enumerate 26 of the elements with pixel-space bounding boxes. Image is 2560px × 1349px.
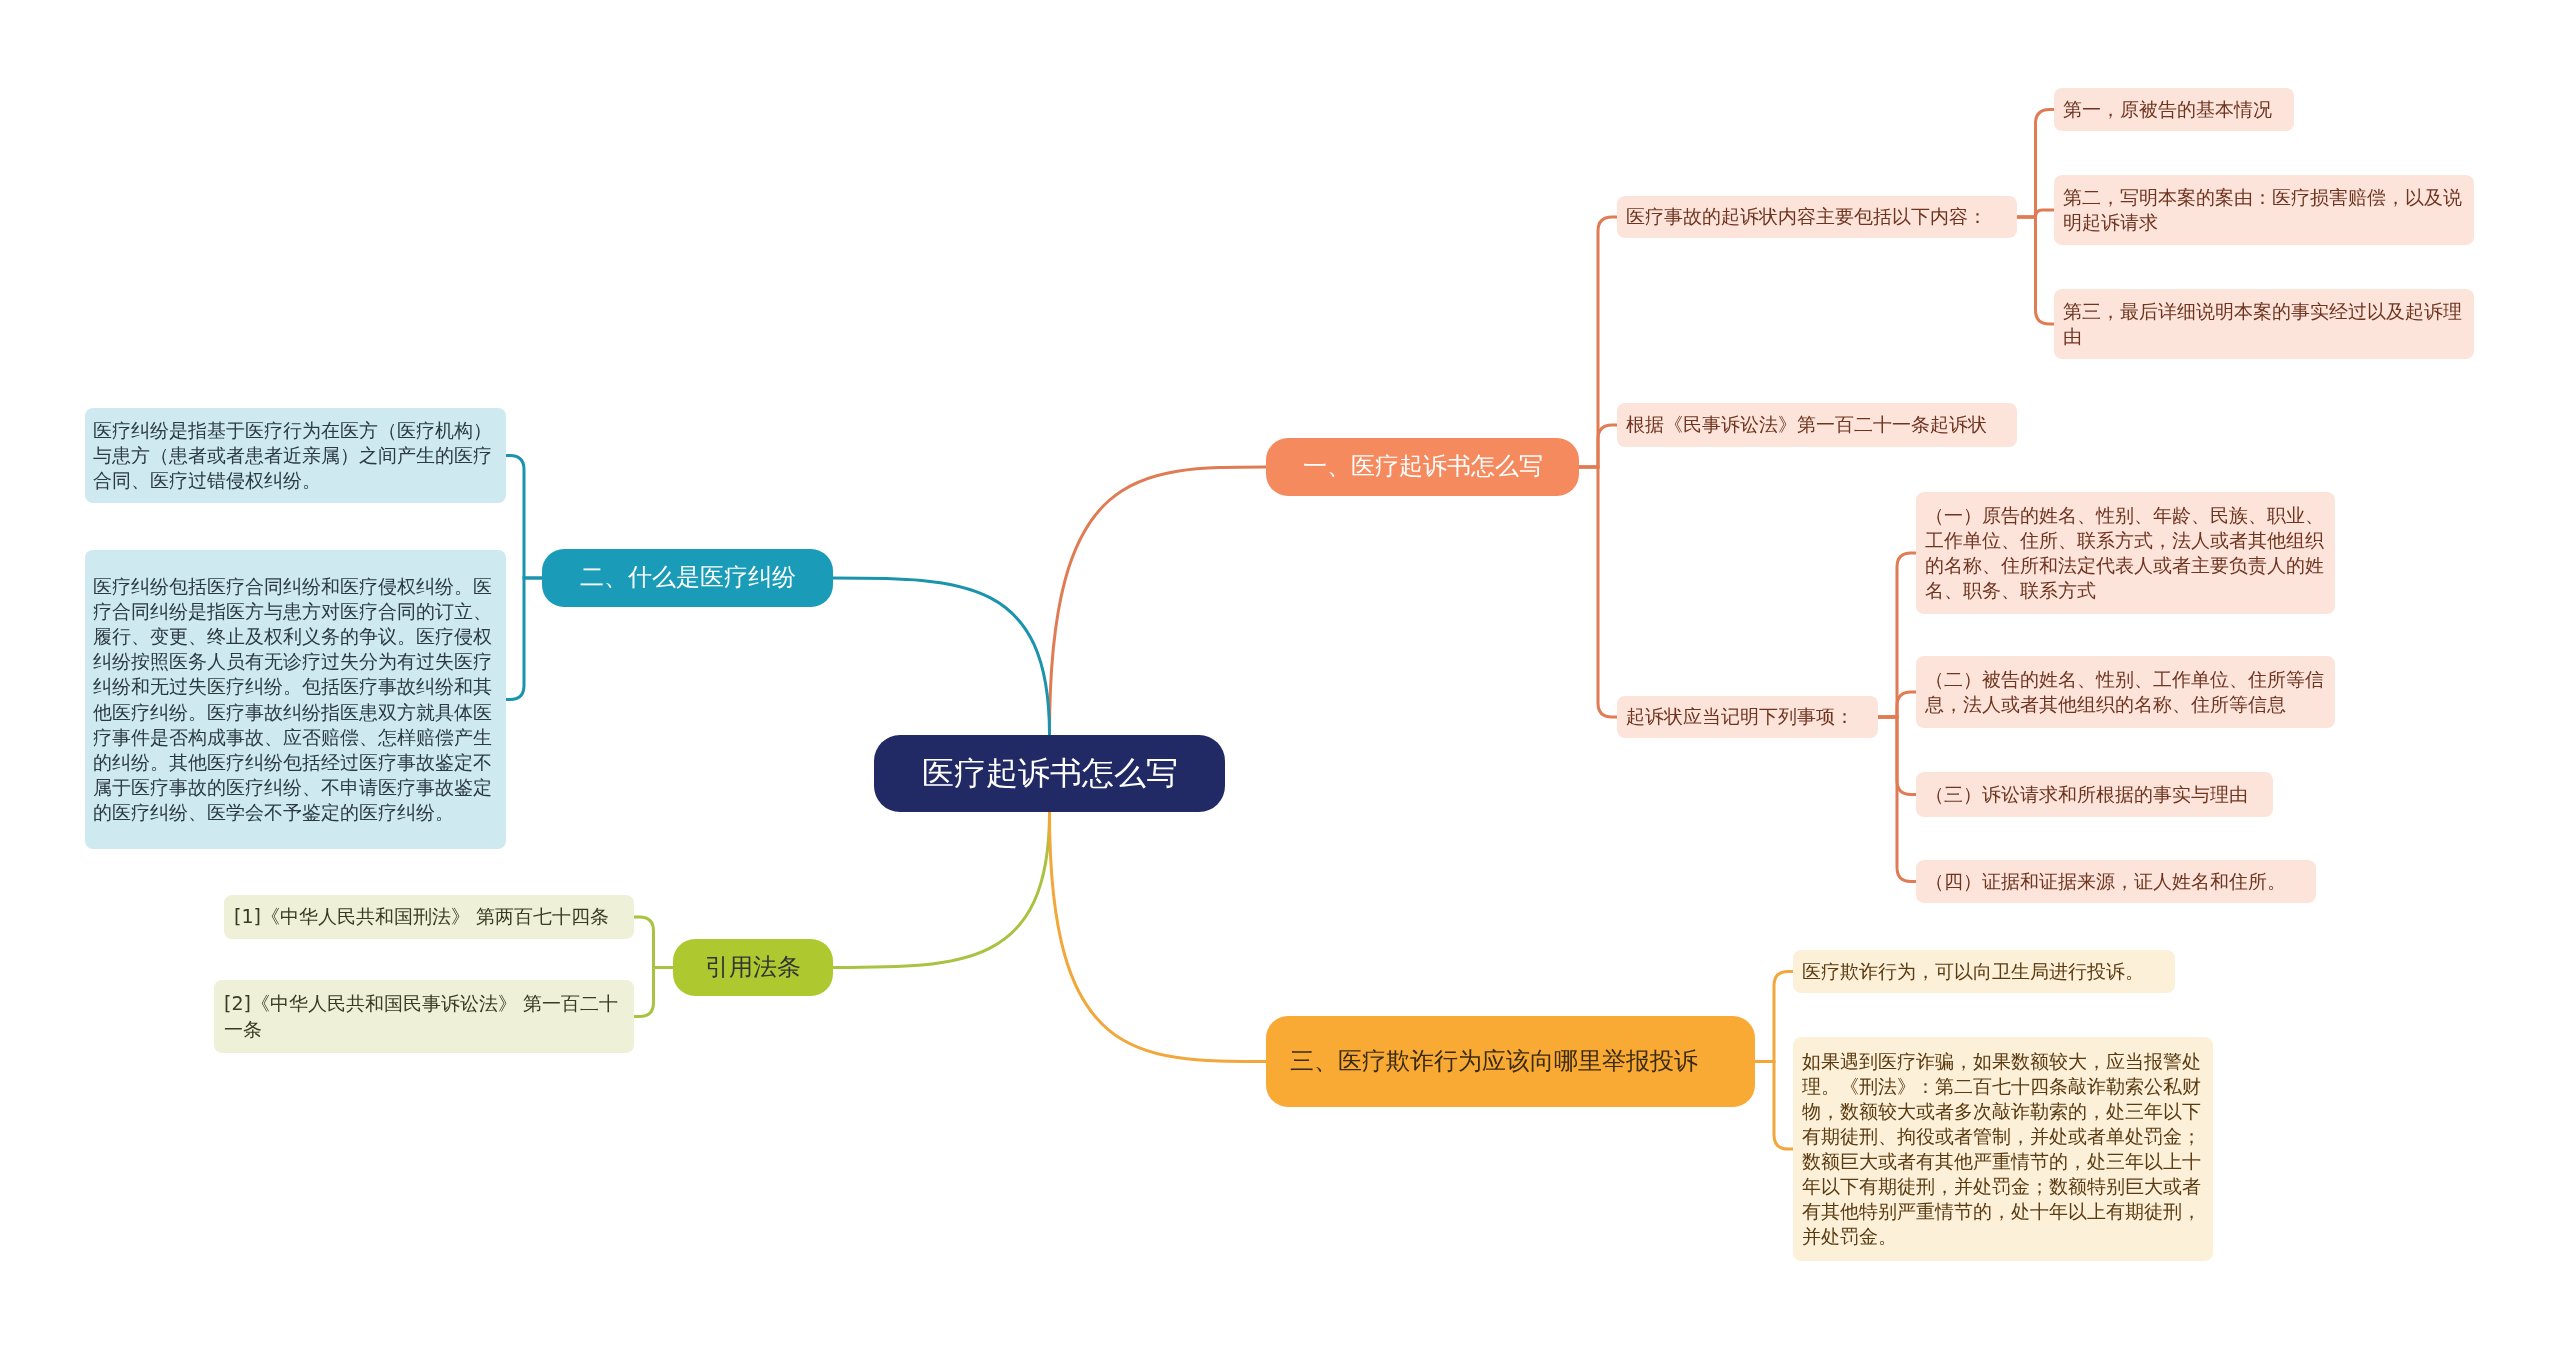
subtopic-box: [2]《中华人民共和国民事诉讼法》 第一百二十一条: [214, 980, 634, 1053]
connector-line: [1579, 465, 1617, 719]
connector-line: [1755, 1060, 1793, 1151]
subtopic-box: 医疗纠纷包括医疗合同纠纷和医疗侵权纠纷。医疗合同纠纷是指医方与患方对医疗合同的订立、履行、变更、终止及权利义务的争议。医疗侵权纠纷按照医务人员有无诊疗过失分为有过失医疗纠纷和无过失医疗纠纷。包括医疗事故纠纷和其他医疗纠纷。医疗事故纠纷指医患双方就具体医疗事件是否构成事故、应否赔偿、怎样赔偿产生的纠纷。其他医疗纠纷包括经过医疗事故鉴定不属于医疗事故的医疗纠纷、不申请医疗事故鉴定的医疗纠纷、医学会不予鉴定的医疗纠纷。: [85, 550, 506, 849]
connector-line: [833, 576, 1051, 736]
branch-topic: 一、医疗起诉书怎么写: [1266, 438, 1579, 496]
connector-line: [1878, 715, 1916, 883]
connector-line: [1048, 811, 1266, 1063]
subtopic-box: 第三，最后详细说明本案的事实经过以及起诉理由: [2054, 289, 2474, 359]
subtopic-box: 根据《民事诉讼法》第一百二十一条起诉状: [1617, 403, 2017, 447]
branch-topic: 二、什么是医疗纠纷: [542, 549, 833, 607]
subtopic-box: （一）原告的姓名、性别、年龄、民族、职业、工作单位、住所、联系方式，法人或者其他组织的名称、住所和法定代表人或者主要负责人的姓名、职务、联系方式: [1916, 492, 2335, 614]
subtopic-box: 起诉状应当记明下列事项：: [1617, 696, 1878, 738]
subtopic-box: 如果遇到医疗诈骗，如果数额较大，应当报警处理。《刑法》：第二百七十四条敲诈勒索公私财物，数额较大或者多次敲诈勒索的，处三年以下有期徒刑、拘役或者管制，并处或者单处罚金；数额巨大或者有其他严重情节的，处三年以上十年以下有期徒刑，并处罚金；数额特别巨大或者有其他特别严重情节的，处十年以上有期徒刑，并处罚金。: [1793, 1037, 2213, 1261]
subtopic-box: 第一，原被告的基本情况: [2054, 88, 2294, 131]
subtopic-box: [1]《中华人民共和国刑法》 第两百七十四条: [224, 895, 634, 939]
branch-topic: 引用法条: [673, 939, 833, 996]
central-topic: 医疗起诉书怎么写: [874, 735, 1225, 812]
subtopic-box: （二）被告的姓名、性别、工作单位、住所等信息，法人或者其他组织的名称、住所等信息: [1916, 656, 2335, 728]
subtopic-box: （三）诉讼请求和所根据的事实与理由: [1916, 772, 2273, 817]
subtopic-box: 第二，写明本案的案由：医疗损害赔偿，以及说明起诉请求: [2054, 175, 2474, 245]
subtopic-box: 医疗欺诈行为，可以向卫生局进行投诉。: [1793, 950, 2175, 993]
branch-topic: 三、医疗欺诈行为应该向哪里举报投诉: [1266, 1016, 1755, 1107]
subtopic-box: （四）证据和证据来源，证人姓名和住所。: [1916, 860, 2316, 903]
subtopic-box: 医疗事故的起诉状内容主要包括以下内容：: [1617, 196, 2017, 238]
subtopic-box: 医疗纠纷是指基于医疗行为在医方（医疗机构）与患方（患者或者患者近亲属）之间产生的医疗合同、医疗过错侵权纠纷。: [85, 408, 506, 503]
